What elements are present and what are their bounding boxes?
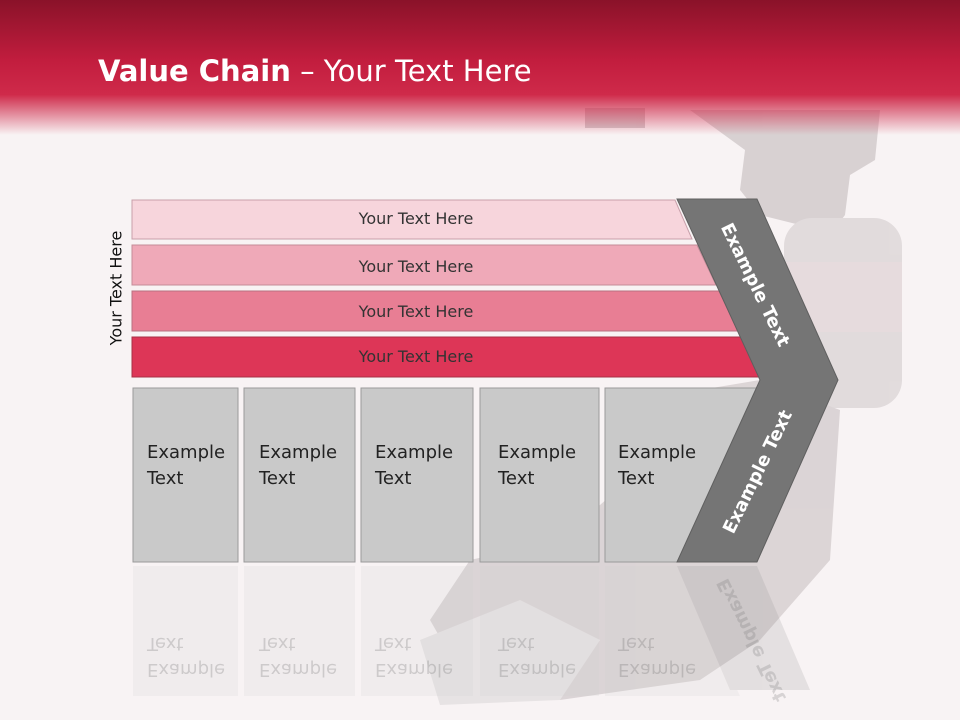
row-label-3: Your Text Here <box>358 302 474 321</box>
reflection <box>133 566 810 696</box>
activity-box-5-reflection <box>605 566 740 696</box>
box-line-2: Text <box>618 468 655 489</box>
box-line-2: Text <box>259 468 296 489</box>
box-line-2: Text <box>498 468 535 489</box>
activity-box-2 <box>243 387 356 563</box>
box-line-1: Example <box>375 659 454 680</box>
box-line-1: Example <box>498 659 577 680</box>
box-line-1: Example <box>147 659 226 680</box>
title-rest: – Your Text Here <box>290 54 532 88</box>
activity-box-4-reflection <box>480 566 599 696</box>
chevron-reflection <box>677 566 810 690</box>
activity-box-2-reflection <box>244 566 355 696</box>
title-bold: Value Chain <box>98 54 291 88</box>
activity-box-label-2-reflection: Example Text <box>259 630 337 682</box>
box-line-2: Text <box>147 633 184 654</box>
slide-title: Value Chain – Your Text Here <box>98 54 532 88</box>
box-line-2: Text <box>259 633 296 654</box>
box-line-2: Text <box>147 468 184 489</box>
box-line-1: Example <box>147 442 226 463</box>
box-line-2: Text <box>375 468 412 489</box>
box-line-2: Text <box>618 633 655 654</box>
row-label-4: Your Text Here <box>358 347 474 366</box>
box-line-1: Example <box>618 659 697 680</box>
activity-box-3 <box>360 387 474 563</box>
box-line-1: Example <box>259 659 338 680</box>
activity-box-1-reflection <box>133 566 238 696</box>
box-line-2: Text <box>498 633 535 654</box>
header-band <box>0 0 960 135</box>
row-label-1: Your Text Here <box>358 209 474 228</box>
activity-box-label-5-reflection: Example Text <box>618 630 696 682</box>
box-line-1: Example <box>375 442 454 463</box>
activity-box-1 <box>132 387 239 563</box>
box-line-1: Example <box>498 442 577 463</box>
box-line-1: Example <box>259 442 338 463</box>
row-band-1 <box>131 199 693 240</box>
activity-box-label-1-reflection: Example Text <box>147 630 225 682</box>
activity-box-4 <box>479 387 600 563</box>
row-label-2: Your Text Here <box>358 257 474 276</box>
activity-box-label-4-reflection: Example Text <box>498 630 576 682</box>
activity-box-3-reflection <box>361 566 473 696</box>
chevron-arrow <box>676 198 839 563</box>
box-line-1: Example <box>618 442 697 463</box>
activity-box-label-3-reflection: Example Text <box>375 630 453 682</box>
box-line-2: Text <box>375 633 412 654</box>
